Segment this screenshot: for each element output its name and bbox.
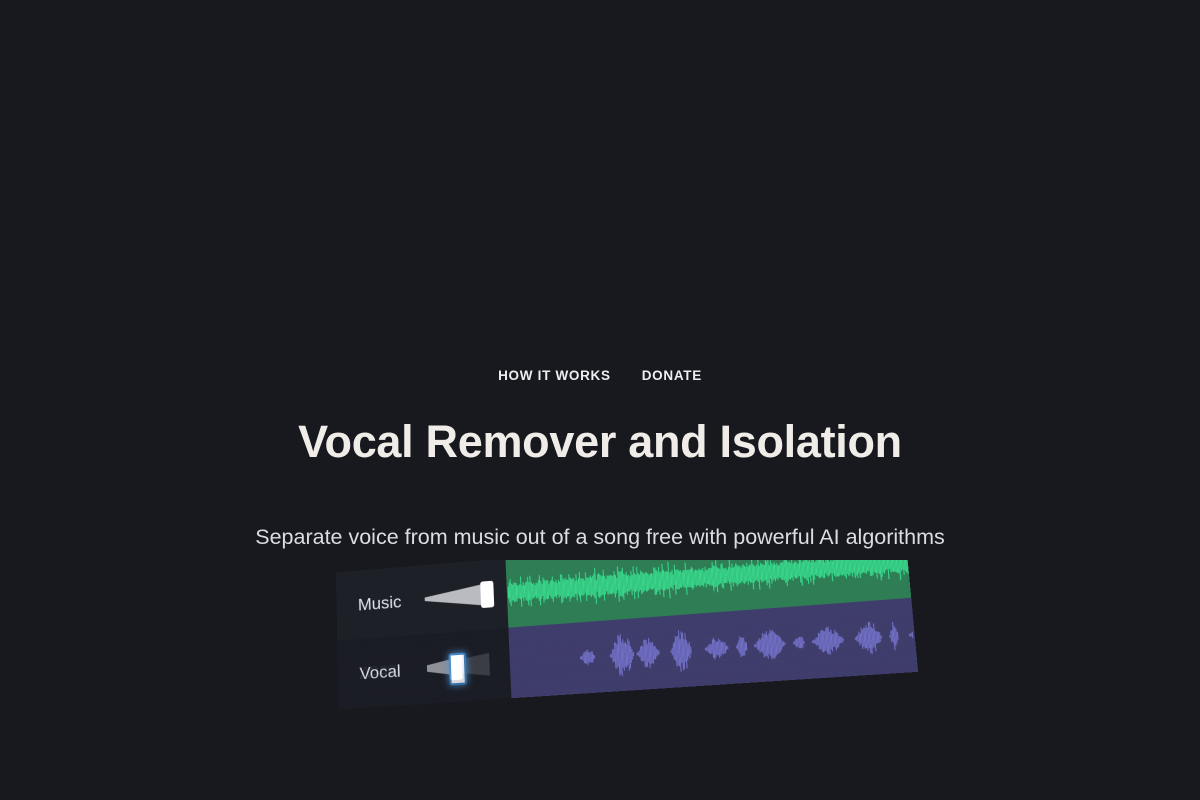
music-track-label: Music bbox=[357, 591, 402, 615]
vocal-track-label: Vocal bbox=[359, 660, 401, 683]
music-track-controls: Music bbox=[335, 560, 509, 641]
music-volume-slider[interactable] bbox=[424, 578, 499, 614]
vocal-volume-slider[interactable] bbox=[426, 648, 502, 686]
hero-illustration: Music Vocal bbox=[0, 560, 1200, 800]
nav-link-donate[interactable]: DONATE bbox=[641, 368, 702, 383]
illustration-stage: Music Vocal bbox=[335, 560, 919, 800]
slider-track-icon bbox=[424, 583, 487, 610]
slider-thumb[interactable] bbox=[480, 580, 495, 609]
page-subtitle: Separate voice from music out of a song … bbox=[255, 525, 945, 550]
nav-link-how-it-works[interactable]: HOW IT WORKS bbox=[498, 368, 611, 383]
mixer-deck: Music Vocal bbox=[335, 560, 919, 710]
slider-thumb[interactable] bbox=[448, 651, 467, 686]
page-title: Vocal Remover and Isolation bbox=[298, 416, 902, 467]
main-navigation: HOW IT WORKS DONATE bbox=[498, 362, 702, 390]
vocal-track-controls: Vocal bbox=[337, 627, 512, 710]
